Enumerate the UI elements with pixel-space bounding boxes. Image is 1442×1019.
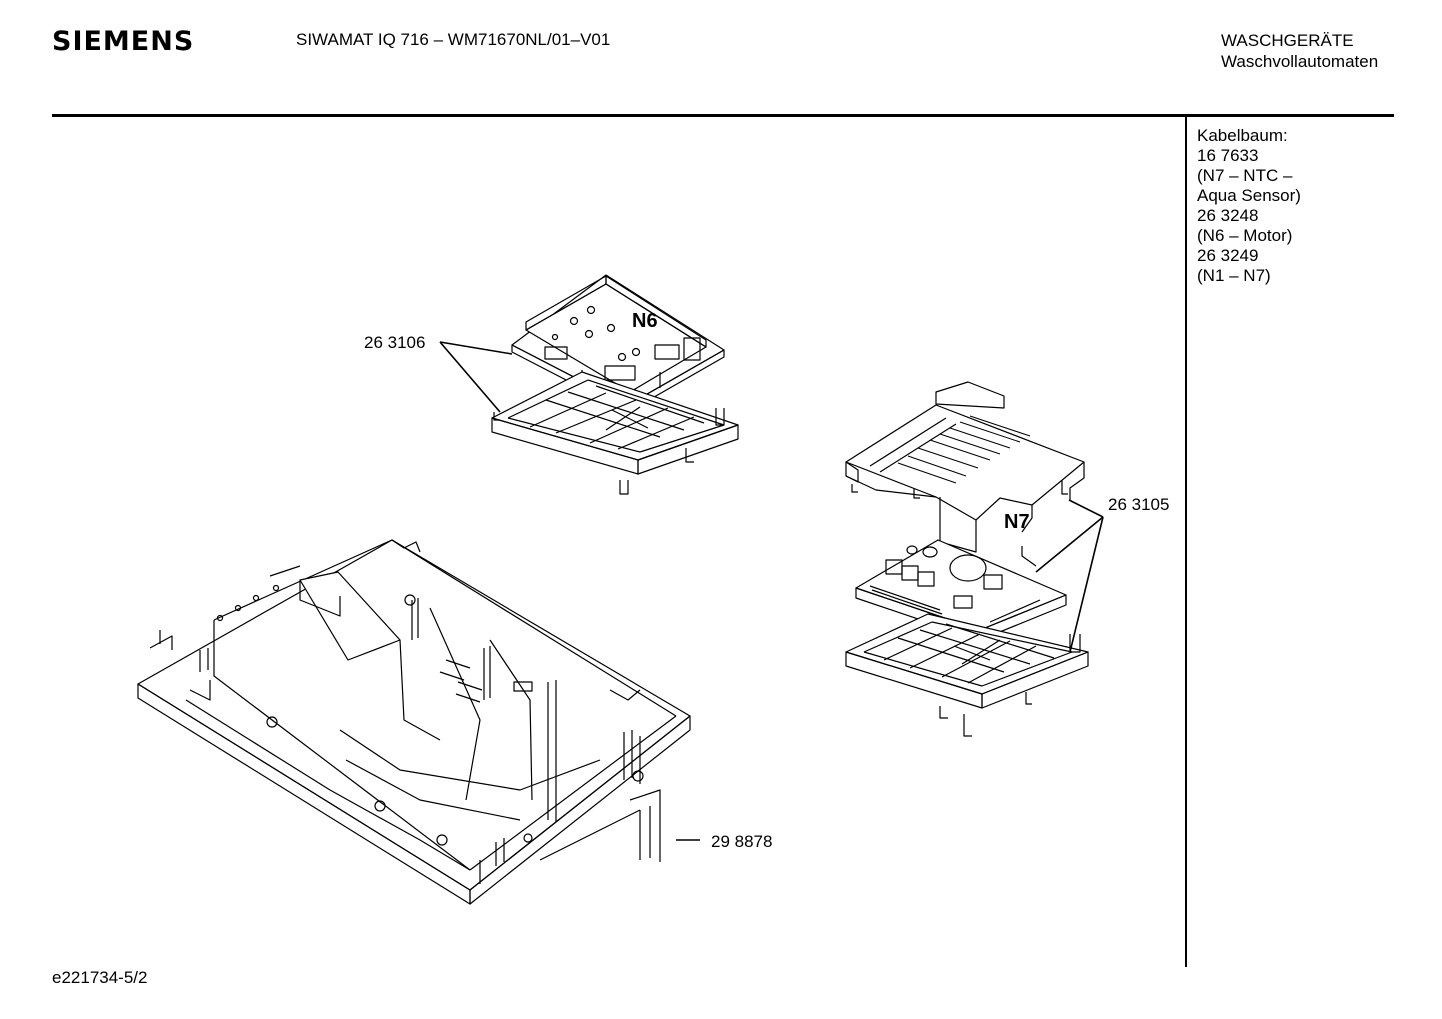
part-number-n6: 26 3106 xyxy=(364,333,425,352)
cable-harness-line: (N1 – N7) xyxy=(1197,266,1271,285)
n7-tray xyxy=(845,613,1089,737)
n6-tray xyxy=(491,371,739,495)
cable-harness-line: (N6 – Motor) xyxy=(1197,226,1293,245)
part-number-frame: 29 8878 xyxy=(711,832,772,851)
cable-harness-line: 26 3249 xyxy=(1197,246,1259,265)
brand-logo: SIEMENS xyxy=(52,26,195,57)
sidebar-divider xyxy=(1185,117,1187,967)
leader-lines xyxy=(439,341,1104,841)
cable-harness-line: (N7 – NTC – xyxy=(1197,166,1293,185)
category-title: WASCHGERÄTE xyxy=(1221,31,1354,50)
mounting-frame xyxy=(137,539,691,905)
cable-harness-line: 16 7633 xyxy=(1197,146,1259,165)
cable-harness-heading: Kabelbaum: xyxy=(1197,126,1288,145)
drawing-code: e221734-5/2 xyxy=(52,968,148,987)
part-number-n7: 26 3105 xyxy=(1108,495,1169,514)
cable-harness-line: Aqua Sensor) xyxy=(1197,186,1301,205)
category-subtitle: Waschvollautomaten xyxy=(1221,52,1379,71)
cable-harness-notes: Kabelbaum: 16 7633 (N7 – NTC – Aqua Sens… xyxy=(1197,126,1301,286)
model-title: SIWAMAT IQ 716 – WM71670NL/01–V01 xyxy=(296,30,611,49)
n7-cover xyxy=(845,381,1085,553)
n6-module xyxy=(491,274,739,495)
cable-harness-line: 26 3248 xyxy=(1197,206,1259,225)
category-block: WASCHGERÄTE Waschvollautomaten xyxy=(1221,30,1378,72)
n7-module xyxy=(845,381,1089,737)
n6-label: N6 xyxy=(632,310,658,332)
n7-label: N7 xyxy=(1004,511,1030,533)
header-divider xyxy=(52,114,1394,117)
